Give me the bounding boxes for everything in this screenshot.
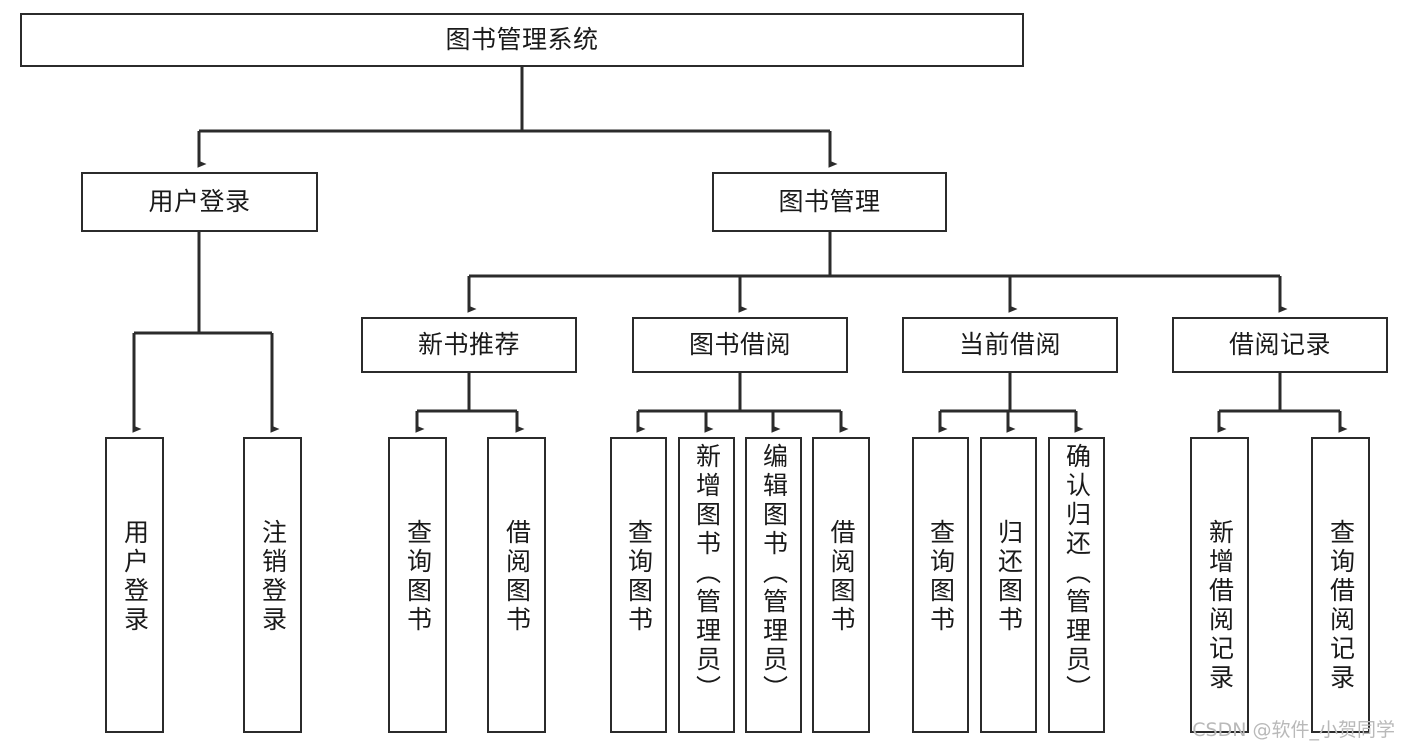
node-leaf-1[interactable]: 用户登录	[105, 437, 164, 733]
node-leaf-12[interactable]: 新增借阅记录	[1190, 437, 1249, 733]
node-leaf-13[interactable]: 查询借阅记录	[1311, 437, 1370, 733]
node-label: 注销登录	[258, 519, 288, 635]
node-leaf-6[interactable]: 新增图书（管理员）	[678, 437, 735, 733]
node-label: 当前借阅	[958, 330, 1061, 359]
node-root-1[interactable]: 图书管理系统	[20, 13, 1024, 67]
node-label: 图书管理系统	[445, 25, 599, 54]
node-label: 查询图书	[624, 519, 654, 635]
node-leaf-5[interactable]: 查询图书	[610, 437, 667, 733]
node-label: 查询图书	[926, 519, 956, 635]
node-label: 图书借阅	[688, 330, 791, 359]
node-leaf-9[interactable]: 查询图书	[912, 437, 969, 733]
node-label: 借阅图书	[827, 519, 856, 635]
node-label: 查询图书	[403, 519, 433, 635]
node-label: 新增借阅记录	[1205, 519, 1235, 693]
node-level3-2[interactable]: 图书借阅	[632, 317, 848, 373]
node-label: 借阅记录	[1228, 330, 1331, 359]
node-label: 图书管理	[778, 187, 881, 216]
csdn-watermark: CSDN @软件_小贺同学	[1192, 719, 1395, 741]
node-label: 新增图书（管理员）	[692, 443, 722, 704]
node-label: 新书推荐	[417, 330, 520, 359]
node-label: 用户登录	[148, 187, 251, 216]
node-level3-1[interactable]: 新书推荐	[361, 317, 577, 373]
node-level2-2[interactable]: 图书管理	[712, 172, 947, 232]
node-leaf-4[interactable]: 借阅图书	[487, 437, 546, 733]
node-leaf-3[interactable]: 查询图书	[388, 437, 447, 733]
node-level2-1[interactable]: 用户登录	[81, 172, 318, 232]
node-label: 编辑图书（管理员）	[759, 443, 789, 704]
node-label: 用户登录	[120, 519, 150, 635]
node-leaf-8[interactable]: 借阅图书	[812, 437, 870, 733]
node-leaf-11[interactable]: 确认归还（管理员）	[1048, 437, 1105, 733]
node-level3-3[interactable]: 当前借阅	[902, 317, 1118, 373]
node-label: 查询借阅记录	[1326, 519, 1356, 693]
node-label: 确认归还（管理员）	[1062, 443, 1092, 704]
node-label: 借阅图书	[502, 519, 532, 635]
node-leaf-10[interactable]: 归还图书	[980, 437, 1037, 733]
node-label: 归还图书	[994, 519, 1024, 635]
node-leaf-2[interactable]: 注销登录	[243, 437, 302, 733]
node-leaf-7[interactable]: 编辑图书（管理员）	[745, 437, 802, 733]
node-level3-4[interactable]: 借阅记录	[1172, 317, 1388, 373]
